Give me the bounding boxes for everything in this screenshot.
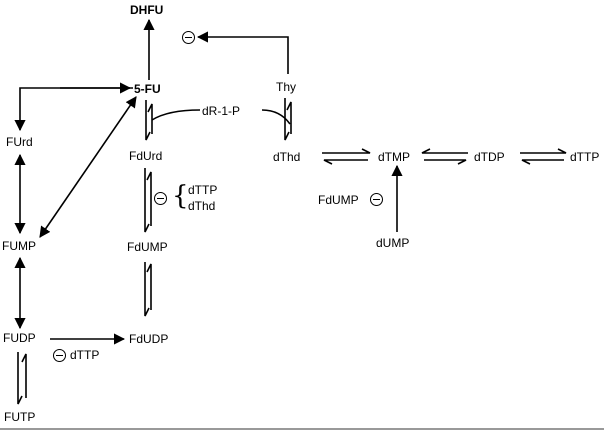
node-dtmp: dTMP (378, 150, 411, 164)
bottom-border (0, 428, 604, 430)
inhibitor-dthd: dThd (188, 199, 216, 213)
arrow-fudp-futp-up (21, 353, 27, 398)
node-dump: dUMP (376, 236, 410, 250)
inhibitor-fdump-label: FdUMP (318, 193, 359, 207)
arrow-dtmp-dtdp-fwd (421, 148, 468, 154)
node-thy: Thy (276, 80, 297, 94)
arrow-fump-5fu (39, 96, 137, 238)
arrow-dthd-dtmp-back (323, 159, 368, 165)
label-dr1p: dR-1-P (202, 104, 241, 118)
circle-minus-icon (53, 349, 66, 362)
arrow-thy-inhibits (196, 31, 289, 74)
arrow-fdurd-fdump-down (144, 168, 150, 233)
arrow-5fu-fdurd-down (145, 100, 151, 141)
arc-dr1p (151, 109, 291, 125)
inhibitor-dttp-rnr: dTTP (70, 348, 100, 362)
arrow-fdurd-fdump-up (146, 171, 152, 226)
arrow-thy-dthd-up (286, 101, 292, 134)
node-dhfu: DHFU (130, 3, 164, 17)
arrow-dtdp-dttp-fwd (520, 148, 567, 154)
node-dthd: dThd (273, 150, 301, 164)
arrow-thy-dthd-down (284, 98, 290, 141)
node-futp: FUTP (4, 410, 36, 424)
node-fdurd: FdUrd (129, 149, 163, 163)
circle-minus-icon (370, 193, 383, 206)
node-fump: FUMP (2, 239, 36, 253)
circle-minus-icon (154, 192, 167, 205)
circle-minus-icon (182, 31, 195, 44)
node-furd: FUrd (6, 135, 33, 149)
inhibitor-brace: { (172, 181, 189, 211)
arrow-dthd-dtmp-fwd (322, 148, 371, 154)
node-dttp: dTTP (570, 150, 600, 164)
arrow-dtdp-dttp-back (521, 159, 564, 165)
inhibitor-dttp: dTTP (188, 183, 218, 197)
arrow-fdump-fdudp-down (144, 262, 150, 317)
node-5fu: 5-FU (134, 82, 161, 96)
arrow-fdump-fdudp-up (146, 263, 152, 310)
arrow-dtmp-dtdp-back (424, 159, 467, 165)
node-dtdp: dTDP (474, 150, 505, 164)
node-fdudp: FdUDP (129, 332, 169, 346)
arrow-fudp-futp-down (17, 352, 23, 405)
node-fdump: FdUMP (127, 240, 168, 254)
arrow-5fu-to-furd (14, 87, 133, 132)
node-fudp: FUDP (3, 331, 36, 345)
arrow-5fu-fdurd-up (147, 103, 153, 134)
